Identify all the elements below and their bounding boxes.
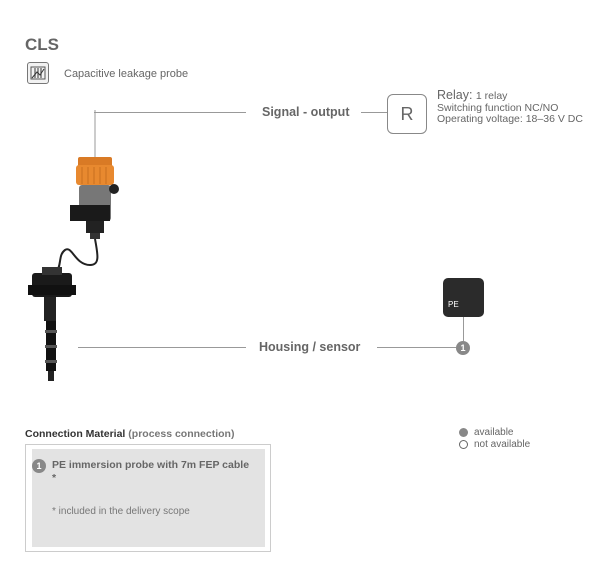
housing-sensor-label: Housing / sensor bbox=[259, 340, 361, 354]
pe-material-box: PE bbox=[443, 278, 484, 317]
relay-value: 1 relay bbox=[475, 90, 508, 102]
page-title: CLS bbox=[25, 35, 59, 54]
signal-output-label: Signal - output bbox=[262, 105, 350, 119]
device-illustration bbox=[28, 110, 119, 381]
subtitle: Capacitive leakage probe bbox=[64, 68, 189, 80]
legend-available: available bbox=[474, 427, 514, 438]
connection-title-main: Connection Material bbox=[25, 428, 126, 440]
pe-label: PE bbox=[448, 300, 459, 309]
pe-connector-line bbox=[463, 317, 464, 341]
relay-description: Relay: 1 relay Switching function NC/NO … bbox=[437, 88, 583, 126]
connection-panel bbox=[25, 444, 271, 552]
connection-item-badge: 1 bbox=[32, 459, 46, 473]
capacitive-probe-icon bbox=[27, 62, 49, 84]
housing-leader-line bbox=[78, 347, 246, 348]
not-available-dot-icon bbox=[459, 440, 468, 449]
housing-connector-line bbox=[377, 347, 456, 348]
signal-connector-line bbox=[361, 112, 387, 113]
legend-not-available: not available bbox=[474, 439, 531, 450]
connection-title: Connection Material (process connection) bbox=[25, 428, 234, 440]
relay-symbol-box: R bbox=[387, 94, 427, 134]
operating-voltage: Operating voltage: 18–36 V DC bbox=[437, 113, 583, 125]
signal-leader-line bbox=[94, 112, 246, 113]
available-dot-icon bbox=[459, 428, 468, 437]
relay-label: Relay: bbox=[437, 88, 473, 102]
housing-option-badge: 1 bbox=[456, 341, 470, 355]
delivery-scope-note: * included in the delivery scope bbox=[52, 506, 190, 517]
switching-function: Switching function NC/NO bbox=[437, 101, 559, 114]
connection-item-card bbox=[32, 449, 265, 547]
connection-title-sub: (process connection) bbox=[128, 428, 235, 440]
connection-item-name: PE immersion probe with 7m FEP cable * bbox=[52, 459, 250, 484]
